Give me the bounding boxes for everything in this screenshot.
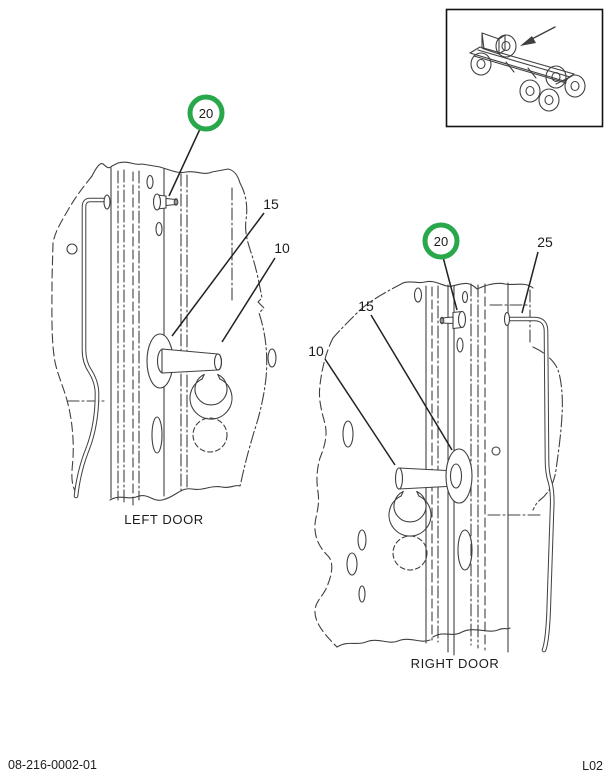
thumbnail-border [445, 8, 604, 128]
left-door-top-edge [91, 161, 241, 184]
snap-ring-drawing [388, 490, 432, 537]
callout-circle-20-left[interactable]: 20 [187, 94, 225, 132]
left-door-right-outline [239, 182, 268, 487]
callout-circle-20-right[interactable]: 20 [422, 222, 460, 260]
leader-line-15-right [370, 314, 453, 451]
truck-chassis-icon [469, 32, 586, 112]
footer-page-code: L02 [582, 759, 603, 773]
right-door-upper-left-outline [332, 282, 404, 339]
footer: 08-216-0002-01 L02 [8, 758, 603, 773]
bushing-drawing [445, 448, 473, 504]
left-door-diagram: 20 15 10 LEFT DOOR [51, 94, 290, 527]
snap-ring-drawing [189, 373, 233, 420]
leader-line-20-left [168, 128, 201, 197]
left-door-check-rod-drawing [73, 194, 111, 499]
part-label-10-right: 10 [308, 343, 324, 359]
right-door-top-edge [402, 280, 534, 290]
right-door-right-outline [532, 346, 563, 511]
left-hinge-bolt-drawing [152, 193, 179, 211]
right-door-check-rod-drawing [503, 311, 555, 653]
locator-arrow-icon [520, 26, 556, 46]
leader-line-10-left [221, 257, 276, 343]
right-hinge-assembly-drawing [388, 448, 473, 537]
footer-part-number: 08-216-0002-01 [8, 758, 97, 772]
callout-number-20: 20 [199, 106, 213, 121]
right-hinge-bolt-drawing [439, 310, 467, 330]
left-door-label: LEFT DOOR [124, 512, 204, 527]
leader-line-15-left [171, 212, 265, 337]
hinge-pin-drawing [161, 348, 223, 374]
chassis-thumbnail [445, 8, 604, 128]
right-door-label: RIGHT DOOR [411, 656, 500, 671]
right-door-diagram: 20 25 15 10 RIGHT DOOR [308, 222, 563, 671]
left-door-bottom-edge [109, 485, 241, 501]
leader-line-10-right [324, 358, 396, 466]
left-door-outer-skin [51, 175, 93, 494]
left-hinge-assembly-drawing [146, 333, 233, 420]
part-label-15-left: 15 [263, 196, 279, 212]
left-door-hole [267, 348, 277, 368]
leader-line-25 [521, 251, 539, 314]
leader-line-20-right [442, 256, 458, 311]
part-label-25: 25 [537, 234, 553, 250]
part-label-15-right: 15 [358, 298, 374, 314]
left-door-hole [66, 243, 78, 255]
part-label-10-left: 10 [274, 240, 290, 256]
right-door-bottom-edge [336, 638, 431, 648]
callout-number-20: 20 [434, 234, 448, 249]
right-door-outer-skin [314, 337, 338, 648]
